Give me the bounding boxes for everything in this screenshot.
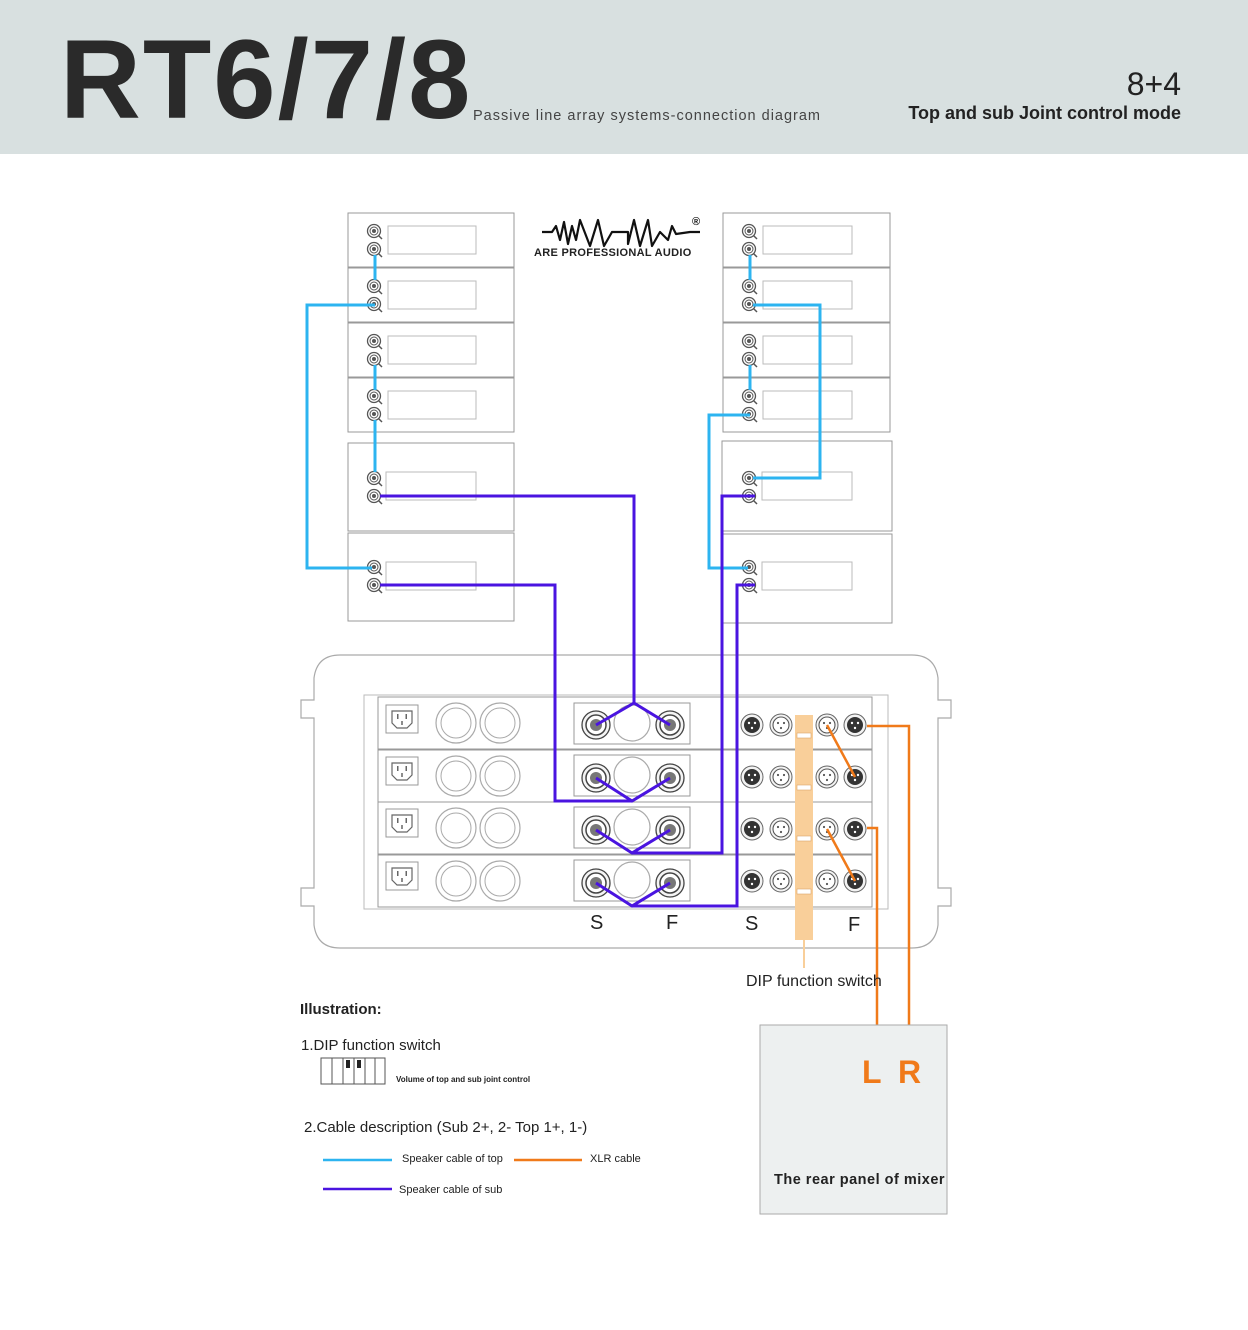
xlr-label-f: F <box>848 914 861 936</box>
amp-row-4 <box>377 854 873 908</box>
left-top-cabinet <box>347 322 515 378</box>
left-top-cabinet <box>347 377 515 433</box>
xlr-label-s: S <box>745 913 759 935</box>
left-speaker-stack <box>347 212 515 622</box>
illustration-title: Illustration: <box>300 1001 382 1018</box>
mixer-rear-panel <box>759 1024 948 1215</box>
speakon-label-s: S <box>590 912 604 934</box>
right-sub-cabinet <box>721 533 893 624</box>
top-speaker-cables <box>305 255 822 570</box>
legend-label-sub-cable: Speaker cable of sub <box>399 1184 503 1196</box>
brand-name: ARE PROFESSIONAL AUDIO <box>534 247 692 259</box>
control-mode: Top and sub Joint control mode <box>908 103 1181 123</box>
right-top-cabinet <box>722 212 891 268</box>
amp-row-3 <box>377 801 873 855</box>
amp-row-1 <box>377 696 873 750</box>
model-title: RT6/7/8 <box>60 17 473 142</box>
system-ratio: 8+4 <box>1126 66 1181 102</box>
left-top-cabinet <box>347 212 515 268</box>
dip-switch-label: DIP function switch <box>746 973 882 990</box>
right-speaker-stack <box>721 212 893 624</box>
speakon-label-f: F <box>666 912 679 934</box>
illustration-item-2: 2.Cable description (Sub 2+, 2- Top 1+, … <box>304 1119 588 1136</box>
dip-illustration-caption: Volume of top and sub joint control <box>396 1075 531 1084</box>
mixer-panel-label: The rear panel of mixer <box>774 1172 946 1188</box>
dip-switch-strip <box>795 715 813 968</box>
registered-mark: ® <box>692 216 700 228</box>
right-top-cabinet <box>722 322 891 378</box>
legend-label-top-cable: Speaker cable of top <box>402 1153 503 1165</box>
diagram-subtitle: Passive line array systems-connection di… <box>473 108 822 124</box>
amp-row-2 <box>377 749 873 803</box>
brand-logo: ® <box>542 216 700 248</box>
sub-speaker-cables <box>380 494 755 908</box>
mixer-left-label: L <box>862 1054 882 1090</box>
legend-label-xlr-cable: XLR cable <box>590 1153 641 1165</box>
left-sub-cabinet <box>347 442 515 532</box>
right-sub-cabinet <box>721 440 893 532</box>
dip-switch-illustration <box>320 1057 386 1085</box>
xlr-cables <box>825 724 911 1058</box>
header-banner: RT6/7/8 Passive line array systems-conne… <box>0 0 1248 154</box>
left-sub-cabinet <box>347 532 515 622</box>
illustration-item-1: 1.DIP function switch <box>301 1037 441 1054</box>
left-top-cabinet <box>347 267 515 323</box>
mixer-right-label: R <box>898 1054 922 1090</box>
right-top-cabinet <box>722 267 891 323</box>
right-top-cabinet <box>722 377 891 433</box>
